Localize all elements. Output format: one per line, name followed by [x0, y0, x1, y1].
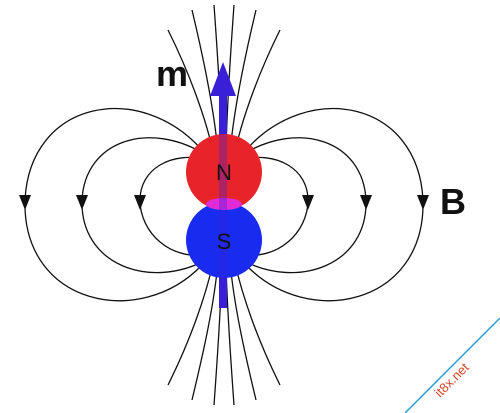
arrowhead-right-outer — [417, 195, 429, 210]
arrowhead-right-middle — [360, 195, 372, 210]
arrowhead-right-inner — [302, 195, 314, 210]
moment-label: m — [156, 53, 188, 94]
field-direction-arrows — [19, 195, 429, 210]
field-line-top-4 — [229, 9, 257, 153]
field-label: B — [440, 181, 466, 222]
dipole-spheres — [186, 134, 262, 279]
south-pole-sphere — [186, 202, 262, 278]
pole-label-north: N — [216, 160, 232, 185]
pole-overlap — [206, 198, 242, 210]
field-loop-left-middle — [81, 137, 207, 274]
north-pole-sphere — [186, 134, 262, 210]
moment-arrow-shaft-overlay — [219, 134, 227, 279]
watermark: it8x.net — [404, 317, 500, 413]
arrowhead-left-inner — [134, 195, 146, 210]
field-loop-left-outer — [24, 107, 203, 302]
watermark-stripe — [404, 317, 500, 413]
field-line-bottom-6 — [233, 258, 281, 386]
moment-arrowhead — [210, 62, 236, 96]
field-line-top-6 — [233, 29, 281, 156]
field-line-top-3 — [191, 9, 219, 153]
arrowhead-left-middle — [76, 195, 88, 210]
field-loop-right-outer — [245, 107, 424, 302]
field-loop-right-middle — [241, 137, 367, 274]
pole-label-south: S — [217, 229, 232, 254]
field-line-bottom-4 — [229, 261, 257, 401]
field-line-bottom-5 — [167, 258, 215, 386]
arrowhead-left-outer — [19, 195, 31, 210]
field-line-bottom-3 — [191, 261, 219, 401]
